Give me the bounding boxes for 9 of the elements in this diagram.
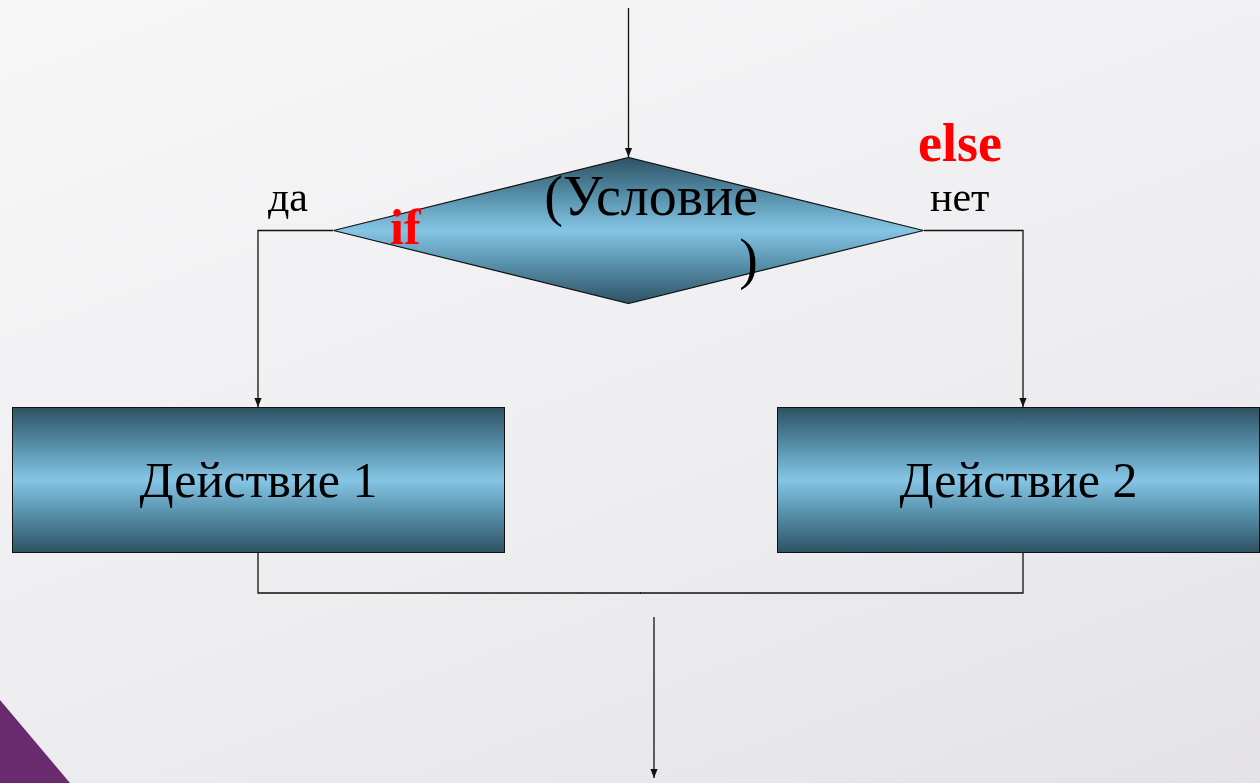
edge-label: нет <box>930 176 990 218</box>
keyword-label: else <box>918 116 1002 170</box>
process-box <box>777 407 1260 553</box>
arrow <box>254 229 334 408</box>
keyword-label: if <box>390 202 421 252</box>
arrow <box>923 229 1027 408</box>
arrow <box>624 7 633 158</box>
edge-label: да <box>268 176 308 218</box>
process-box <box>12 407 505 553</box>
